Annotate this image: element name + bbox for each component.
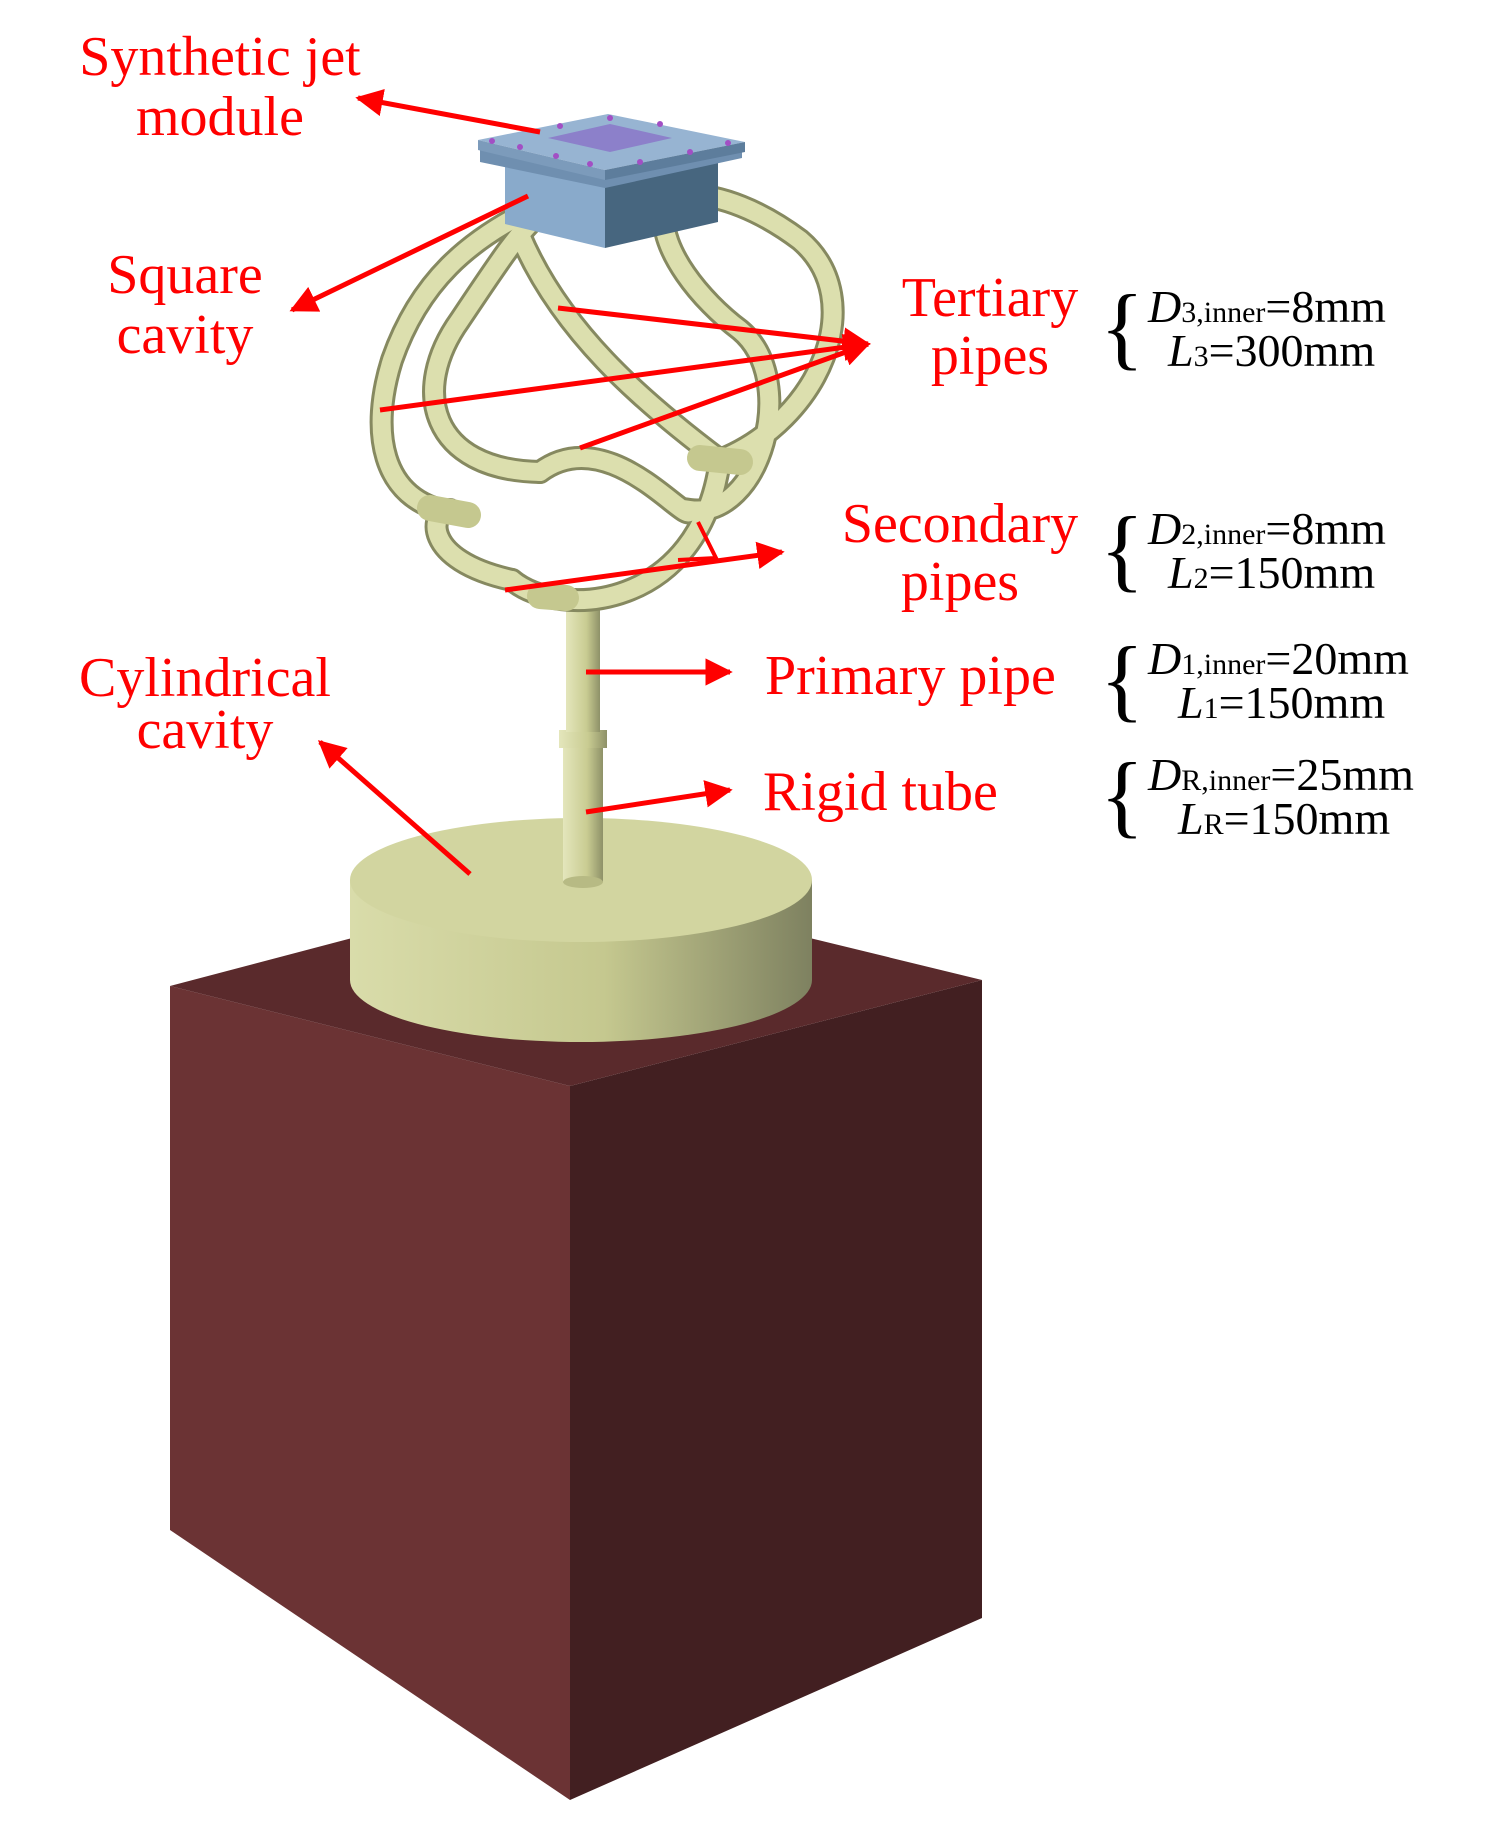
spec-brace-primary: { — [1100, 628, 1144, 730]
label-primary-pipe: Primary pipe — [765, 645, 1056, 707]
pedestal-front-face — [170, 986, 570, 1800]
jet-orifice-array — [548, 124, 672, 152]
pipe-joint-bottom — [527, 583, 579, 611]
square-cavity-side — [605, 162, 718, 248]
module-bolts — [489, 115, 731, 167]
module-plate-edge-right — [605, 142, 745, 180]
secondary-width-marker — [677, 521, 720, 562]
label-cylindrical-cavity-line2: cavity — [137, 699, 274, 761]
spec-primary-length: L1=150mm — [1177, 677, 1385, 728]
label-secondary-pipes-line2: pipes — [901, 551, 1019, 613]
spec-brace-tertiary: { — [1100, 276, 1144, 378]
module-plate-lower — [480, 148, 742, 188]
vertical-pipes — [559, 600, 607, 888]
label-tertiary-pipes-line1: Tertiary — [902, 267, 1078, 329]
arrow-tertiary-2 — [379, 333, 871, 413]
synthetic-jet-assembly — [478, 114, 745, 248]
arrow-tertiary-1 — [557, 305, 871, 355]
spec-brace-secondary: { — [1100, 498, 1144, 600]
rigid-tube-base — [563, 876, 603, 888]
tertiary-pipe-right — [681, 186, 842, 469]
label-tertiary-pipes-line2: pipes — [931, 325, 1049, 387]
pipe-joint-left — [417, 495, 481, 528]
tertiary-pipe-cross-a — [531, 203, 779, 522]
arrow-secondary — [504, 541, 785, 593]
spec-rigid-length: LR=150mm — [1177, 793, 1390, 844]
primary-pipe-body — [566, 600, 600, 732]
spec-secondary-length: L2=150mm — [1167, 547, 1375, 598]
arrow-cylindrical-cavity — [317, 740, 472, 876]
pipe-coupling — [559, 730, 607, 748]
label-square-cavity-line2: cavity — [117, 304, 254, 366]
label-secondary-pipes-line1: Secondary — [842, 493, 1078, 555]
label-square-cavity-line1: Square — [107, 244, 263, 306]
spec-brace-rigid: { — [1100, 744, 1144, 846]
arrow-rigid-tube — [585, 780, 733, 815]
arrow-square-cavity — [289, 193, 530, 313]
spec-tertiary-length: L3=300mm — [1167, 325, 1375, 376]
dimension-specs: { D3,inner=8mm L3=300mm { D2,inner=8mm L… — [1100, 276, 1414, 846]
tertiary-pipe-cross-c — [425, 205, 549, 481]
label-synthetic-jet-line2: module — [136, 86, 304, 148]
annotation-arrows — [289, 89, 871, 876]
tertiary-pipe-cross-b — [511, 226, 729, 469]
spec-rigid-diameter: DR,inner=25mm — [1147, 749, 1414, 800]
tertiary-pipe-left — [372, 201, 539, 521]
module-plate-edge — [478, 140, 605, 180]
label-cylindrical-cavity-line1: Cylindrical — [79, 647, 331, 709]
arrow-synthetic-jet — [355, 89, 541, 135]
square-cavity-front — [505, 162, 605, 248]
arrow-tertiary-3 — [579, 339, 871, 451]
label-rigid-tube: Rigid tube — [763, 761, 998, 823]
pipe-network — [369, 183, 845, 613]
spec-secondary-diameter: D2,inner=8mm — [1147, 503, 1386, 554]
label-synthetic-jet-line1: Synthetic jet — [79, 26, 361, 88]
spec-primary-diameter: D1,inner=20mm — [1147, 633, 1409, 684]
pedestal-block — [170, 880, 982, 1800]
spec-tertiary-diameter: D3,inner=8mm — [1147, 281, 1386, 332]
pedestal-side-face — [570, 980, 982, 1800]
pipe-joint-right — [687, 445, 753, 475]
component-labels: Synthetic jet module Square cavity Terti… — [79, 26, 1078, 823]
